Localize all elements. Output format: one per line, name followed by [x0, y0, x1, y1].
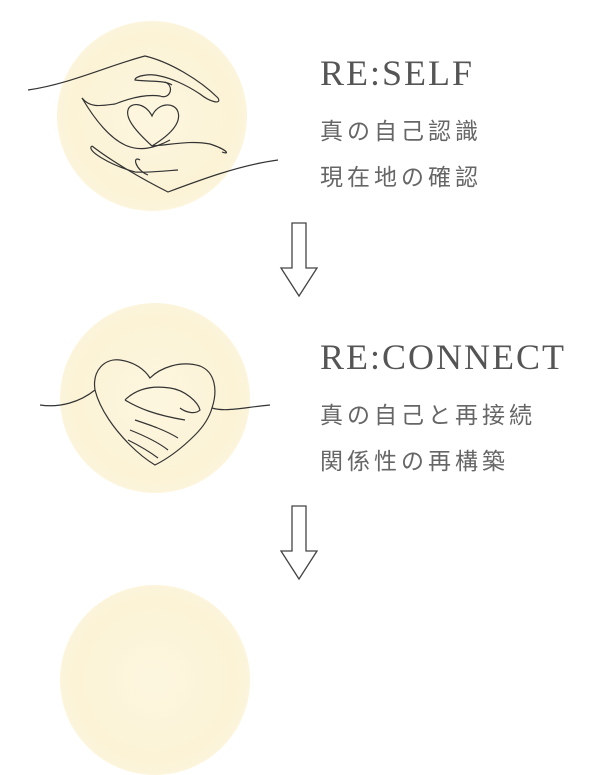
section-2-line-1: 真の自己と再接続	[320, 403, 536, 429]
hands-heart-icon	[27, 55, 279, 193]
section-1-line-2: 現在地の確認	[320, 165, 482, 191]
heart-handshake-icon	[39, 359, 271, 466]
section-2-description: 真の自己と再接続 関係性の再構築	[320, 393, 536, 485]
section-2-title: RE:CONNECT	[320, 337, 567, 377]
section-3-background-circle	[60, 585, 250, 775]
section-2-line-2: 関係性の再構築	[320, 449, 509, 475]
down-arrow-icon	[279, 222, 319, 298]
section-1-description: 真の自己認識 現在地の確認	[320, 109, 482, 201]
section-2-background-circle	[60, 303, 250, 493]
down-arrow-icon	[279, 505, 319, 581]
section-1-title: RE:SELF	[320, 53, 475, 93]
section-1-line-1: 真の自己認識	[320, 119, 482, 145]
